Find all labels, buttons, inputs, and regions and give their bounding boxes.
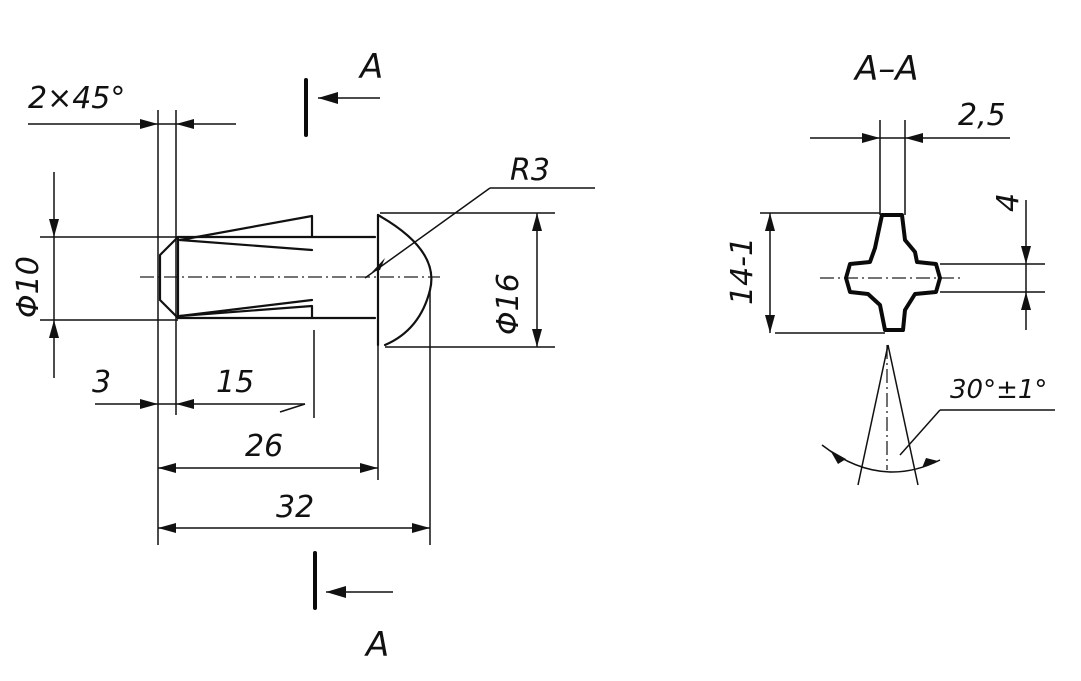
dia-head-label: Φ16 (491, 273, 526, 335)
section-marker-top (304, 78, 380, 137)
dia-shank-label: Φ10 (11, 256, 46, 318)
rib-height-label: 4 (991, 193, 1026, 212)
slot-width-label: 2,5 (958, 98, 1006, 133)
dim-3-label: 3 (92, 365, 111, 400)
cross-section-view (820, 120, 1055, 486)
section-marker-bottom (313, 551, 393, 610)
dimension-lines (28, 119, 542, 533)
pin-main-view (140, 187, 595, 347)
angle-label: 30°±1° (950, 375, 1047, 405)
extension-lines (40, 110, 555, 545)
section-dimensions (760, 133, 1045, 334)
section-mark-top: A (358, 47, 383, 87)
dim-26-label: 26 (245, 429, 283, 464)
section-mark-bottom: A (364, 625, 389, 665)
radius-label: R3 (510, 153, 550, 188)
chamfer-label: 2×45° (28, 81, 125, 116)
cross-height-label: 14-1 (725, 237, 760, 305)
dim-15-label: 15 (216, 365, 254, 400)
section-title: A–A (853, 49, 919, 89)
dim-32-label: 32 (276, 490, 314, 525)
